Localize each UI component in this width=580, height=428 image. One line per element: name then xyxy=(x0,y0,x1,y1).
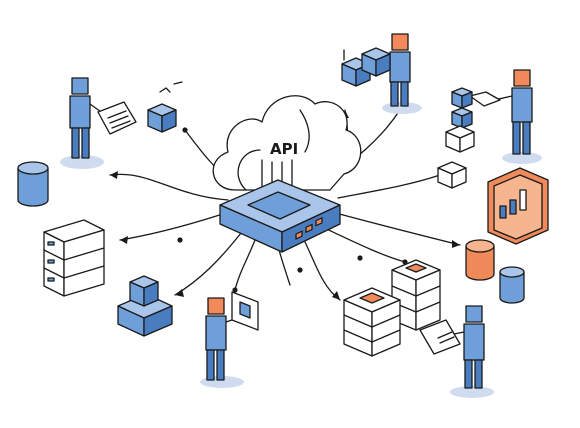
server-rack-icon xyxy=(43,219,105,297)
cube-stack-icon xyxy=(117,275,173,337)
dashboard-chart-icon xyxy=(487,167,549,245)
person-laptop xyxy=(419,305,494,398)
person-presenter xyxy=(60,77,183,169)
database-icon xyxy=(17,161,49,207)
api-hub-icon xyxy=(219,179,341,253)
database-small-icon xyxy=(499,266,525,304)
person-touchscreen xyxy=(200,291,259,388)
api-label: API xyxy=(270,140,298,158)
database-orange-icon xyxy=(465,239,495,281)
person-boxes xyxy=(341,33,422,114)
package-icon xyxy=(147,81,183,133)
server-stack-icon xyxy=(343,259,441,357)
person-builder xyxy=(437,69,542,189)
